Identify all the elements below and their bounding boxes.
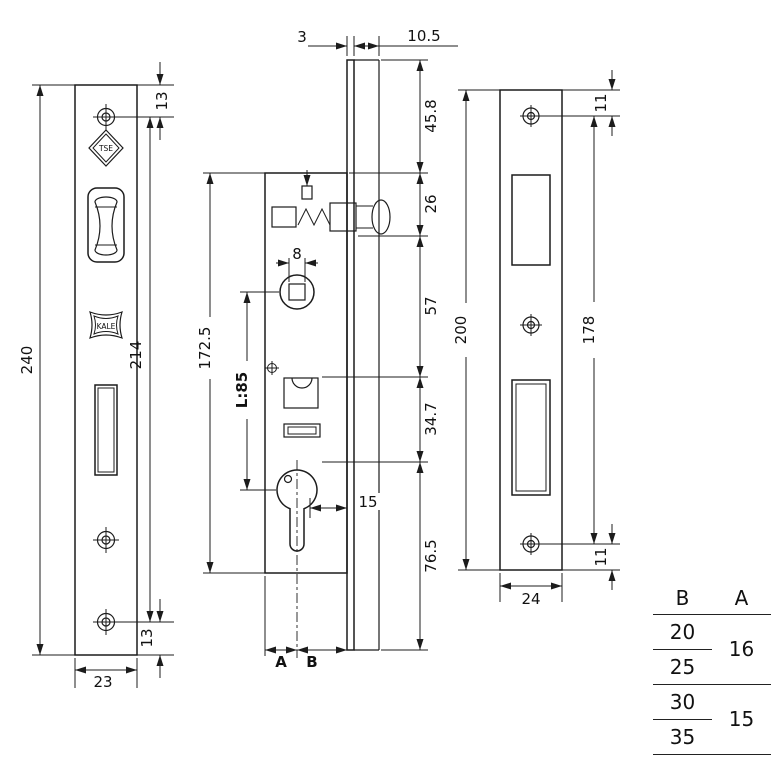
dim-178-label: 178 [580, 316, 598, 345]
strike-hole-bottom [520, 533, 542, 555]
stop-piece [283, 377, 319, 409]
lock-case-outline [264, 172, 348, 574]
size-table-row-25: 25 [653, 649, 771, 685]
lock-case-side-view: 8 3 10 [196, 27, 458, 671]
dim-centre-distance: L:85 [233, 291, 279, 491]
screw-hole-bottom [93, 609, 119, 635]
dim-strike-width: 24 [499, 573, 563, 608]
dim-15-label: 15 [358, 493, 377, 511]
dim-left-top-offset: 13 [118, 62, 174, 140]
dim-13-bottom-label: 13 [138, 628, 156, 647]
dim-11-top-label: 11 [592, 93, 610, 112]
size-b-35: 35 [653, 719, 712, 755]
strike-hole-top [520, 105, 542, 127]
dim-11-bottom-label: 11 [592, 547, 610, 566]
latch-roller [371, 199, 391, 235]
dim-240-label: 240 [18, 346, 36, 375]
dim-case-height: 172.5 [196, 172, 265, 574]
strike-plate-outline [499, 89, 563, 571]
dim-3-label: 3 [297, 28, 307, 46]
faceplate-front-view: TSE KALE [18, 62, 174, 691]
dim-left-width: 23 [74, 658, 138, 691]
latch-head [329, 202, 357, 232]
dim-faceplate-thickness: 3 [297, 28, 380, 56]
faceplate-edge-view [346, 59, 380, 651]
dim-left-overall-height: 240 [18, 84, 75, 656]
strike-cutout-lower [511, 379, 551, 496]
dim-follower-square: 8 [276, 245, 318, 282]
size-table: B A 20 16 25 30 15 35 [653, 582, 771, 755]
label-b: B [306, 653, 317, 671]
dim-chain-right: 45.8 26 57 34.7 76.5 [322, 59, 440, 651]
dim-left-bottom-offset: 13 [118, 599, 174, 678]
size-table-header-a: A [712, 582, 771, 615]
dim-strike-overall-height: 200 [452, 89, 500, 571]
slide-plate [283, 423, 321, 438]
euro-cylinder-cutout [276, 460, 318, 658]
kale-logo-text: KALE [97, 322, 116, 331]
size-b-20: 20 [653, 614, 712, 650]
size-table-row-20: 20 16 [653, 614, 771, 685]
kale-logo: KALE [89, 311, 123, 339]
size-a-16: 16 [712, 614, 771, 685]
follower-hub [279, 274, 315, 310]
size-table-row-35: 35 [653, 719, 771, 755]
size-b-30: 30 [653, 684, 712, 720]
dim-l85-label: L:85 [233, 372, 251, 408]
faceplate-outline [74, 84, 138, 656]
rect-cutout [94, 384, 118, 476]
dim-8-label: 8 [292, 245, 302, 263]
dim-backset-ab: A B [264, 576, 347, 671]
size-table-row-30: 30 15 [653, 684, 771, 755]
dim-cylinder-offset: 15 [309, 493, 380, 518]
screw-hole-middle [93, 527, 119, 553]
dim-left-hole-spacing: 214 [127, 117, 154, 622]
dim-24-label: 24 [521, 590, 540, 608]
fixing-screw [265, 361, 279, 375]
dim-45-8-label: 45.8 [422, 99, 440, 132]
roller-cutout [87, 187, 125, 263]
dim-13-top-label: 13 [153, 91, 171, 110]
dim-strike-bottom-offset: 11 [562, 524, 620, 590]
dim-214-label: 214 [127, 341, 145, 370]
strike-cutout-upper [511, 174, 551, 266]
dim-10-5-label: 10.5 [407, 27, 440, 45]
dim-strike-top-offset: 11 [562, 70, 620, 136]
size-table-header-row: B A [653, 582, 771, 615]
dim-34-7-label: 34.7 [422, 402, 440, 435]
dim-200-label: 200 [452, 316, 470, 345]
size-a-15: 15 [712, 684, 771, 755]
dim-57-label: 57 [422, 296, 440, 315]
label-a: A [275, 653, 287, 671]
dim-172-5-label: 172.5 [196, 327, 214, 370]
dim-23-label: 23 [93, 673, 112, 691]
screw-hole-top [93, 104, 119, 130]
strike-plate-view: 200 178 11 11 24 [452, 70, 620, 608]
latch-assembly [271, 170, 391, 235]
dim-latch-projection: 10.5 [354, 27, 458, 50]
size-table-header-b: B [653, 582, 712, 615]
dim-strike-hole-spacing: 178 [539, 115, 620, 545]
latch-spring [297, 207, 331, 227]
dim-76-5-label: 76.5 [422, 539, 440, 572]
tse-logo-text: TSE [98, 144, 113, 153]
strike-hole-middle [520, 314, 542, 336]
latch-pin [301, 185, 313, 200]
latch-tail [271, 206, 297, 228]
size-b-25: 25 [653, 649, 712, 685]
tse-logo: TSE [88, 129, 124, 167]
dim-26-label: 26 [422, 194, 440, 213]
